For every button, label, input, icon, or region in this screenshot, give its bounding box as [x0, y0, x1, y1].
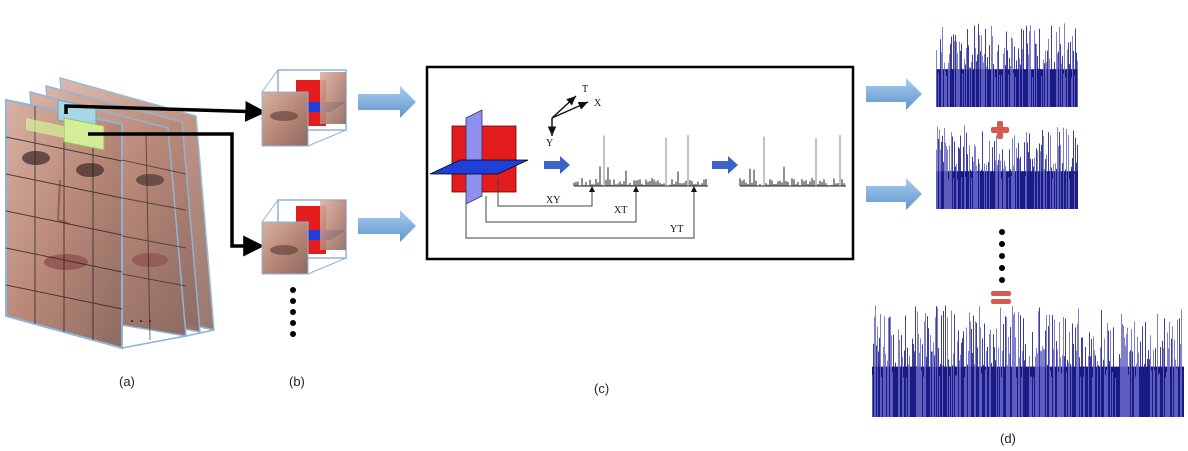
plus-icon: [991, 121, 1009, 139]
block-arrow-bottom: [88, 132, 265, 257]
block-arrow-top: [64, 100, 267, 122]
plane-label-yt: YT: [670, 224, 683, 235]
connector-tip-xt: [633, 186, 639, 192]
connector-tip-xy: [589, 186, 595, 192]
flow-arrow-to-hist-2: [866, 178, 922, 210]
flow-arrow-to-hist-1: [866, 78, 922, 110]
axis-x-label: X: [594, 98, 602, 109]
highlight-strip: [26, 118, 64, 138]
axes-indicator: T X Y: [546, 84, 602, 149]
equals-icon: [991, 291, 1011, 304]
orthogonal-planes: [429, 109, 529, 205]
face-frame-stack: . . .: [5, 76, 215, 350]
connector-tip-yt: [691, 186, 697, 192]
plane-label-xy: XY: [546, 195, 560, 206]
cube-top: [261, 69, 347, 147]
label-b: (b): [289, 374, 305, 389]
axis-t-label: T: [582, 84, 588, 95]
plane-label-xt: XT: [614, 205, 627, 216]
label-d: (d): [1000, 431, 1016, 446]
small-arrow-1: [544, 156, 570, 174]
vertical-dots-b: [290, 287, 296, 337]
histogram-block-2: [936, 125, 1078, 209]
plane-histograms: [573, 134, 846, 187]
cube-bottom: [261, 199, 347, 275]
histogram-concatenated: [872, 305, 1184, 417]
vertical-dots-d: [999, 229, 1005, 283]
frame-ellipsis: . . .: [130, 309, 152, 326]
plane-connectors: [465, 178, 695, 239]
histogram-block-1: [936, 23, 1078, 107]
flow-arrow-top: [358, 86, 416, 118]
flow-arrow-bottom: [358, 210, 416, 242]
label-c: (c): [594, 381, 609, 396]
small-arrow-2: [712, 156, 738, 174]
axis-y-label: Y: [546, 138, 553, 149]
stack-bottom-edge: [121, 329, 215, 349]
label-a: (a): [119, 374, 135, 389]
